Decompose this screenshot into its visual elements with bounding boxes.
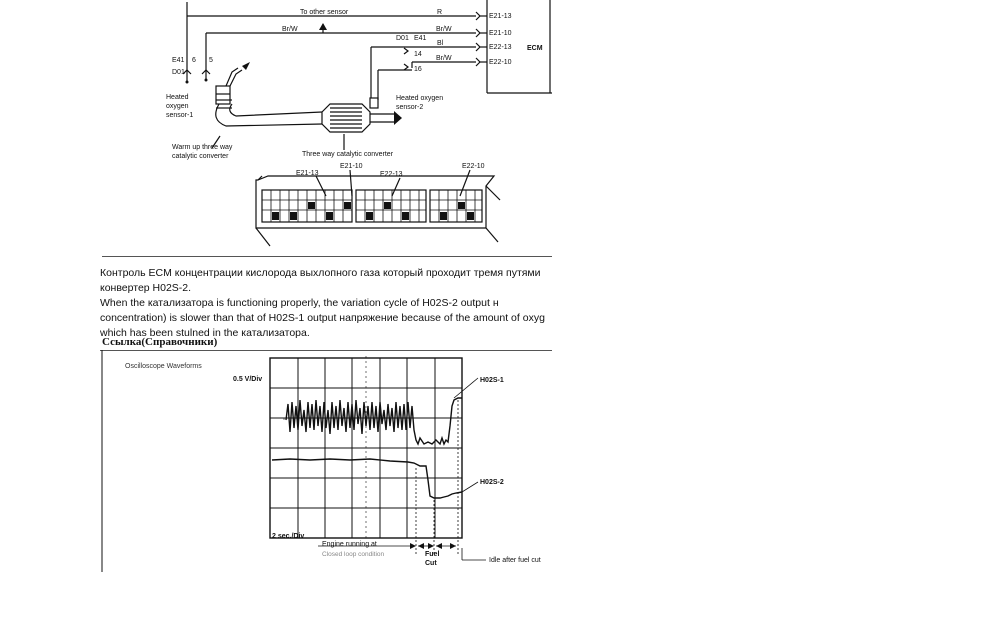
sensor2-label: Heated oxygen	[396, 95, 443, 102]
connector-id-label: D01	[172, 69, 185, 76]
phase-label-closed-loop: Closed loop condition	[322, 551, 385, 558]
x-scale-label: 2 sec./Div	[272, 533, 304, 540]
ecm-pin-label: E21-13	[489, 13, 512, 20]
phase-label-engine: Engine running at	[322, 541, 377, 548]
ecm-pin-label: E22-10	[489, 59, 512, 66]
connector-pin-label: E21-10	[340, 163, 363, 170]
sensor1-label: oxygen	[166, 103, 189, 110]
trace-label-h02s-2: H02S-2	[480, 479, 504, 486]
pin-number-label: 14	[414, 51, 422, 58]
three-way-cat-label: Three way catalytic converter	[302, 151, 394, 158]
ecm-label: ECM	[527, 45, 543, 52]
oscilloscope-title: Oscilloscope Waveforms	[125, 363, 202, 370]
warmup-cat-label: catalytic converter	[172, 153, 229, 160]
wire-color-label: R	[437, 9, 442, 16]
pin-number-label: 5	[209, 57, 213, 64]
wire-color-label: Br/W	[282, 26, 298, 33]
trace-label-h02s-1: H02S-1	[480, 377, 504, 384]
connector-id-label: E41	[172, 57, 185, 64]
connector-pin-label: E22-10	[462, 163, 485, 170]
connector-pin-label: E21-13	[296, 170, 319, 177]
warmup-cat-label: Warm up three way	[172, 144, 233, 151]
y-scale-label: 0.5 V/Div	[233, 376, 262, 383]
body-text-line: Контроль ECM концентрации кислорода выхл…	[100, 267, 541, 279]
body-text-line: which has been stulned in the катализато…	[100, 327, 310, 339]
wire-color-label: Br/W	[436, 26, 452, 33]
section-divider	[102, 256, 552, 257]
sensor1-label: sensor-1	[166, 112, 193, 119]
heading-rule	[100, 350, 552, 351]
connector-pin-label: E22-13	[380, 171, 403, 178]
connector-id-label: D01	[396, 35, 409, 42]
wiring-diagram: E21-13 E21-10 E22-13 E22-10 ECM R Br/W B…	[166, 0, 552, 247]
pin-number-label: 16	[414, 66, 422, 73]
body-text-line: When the катализатора is functioning pro…	[100, 297, 499, 309]
connector-id-label: E41	[414, 35, 427, 42]
reference-heading: Ссылка(Справочники)	[102, 336, 218, 348]
sensor2-label: sensor-2	[396, 104, 423, 111]
wire-color-label: Br/W	[436, 55, 452, 62]
pin-number-label: 6	[192, 57, 196, 64]
h02s-1-trace	[285, 397, 462, 446]
body-text-line: конвертер H02S-2.	[100, 282, 192, 294]
phase-label-fuel-cut: Fuel	[425, 551, 439, 558]
ecm-pin-label: E22-13	[489, 44, 512, 51]
wire-color-label: Bl	[437, 40, 444, 47]
phase-label-idle: Idle after fuel cut	[489, 557, 541, 564]
body-text-line: concentration) is slower than that of H0…	[100, 312, 545, 324]
sensor1-label: Heated	[166, 94, 189, 101]
to-other-sensor-label: To other sensor	[300, 9, 349, 16]
phase-label-fuel-cut: Cut	[425, 560, 437, 567]
h02s-2-trace	[271, 458, 463, 499]
ecm-pin-label: E21-10	[489, 30, 512, 37]
